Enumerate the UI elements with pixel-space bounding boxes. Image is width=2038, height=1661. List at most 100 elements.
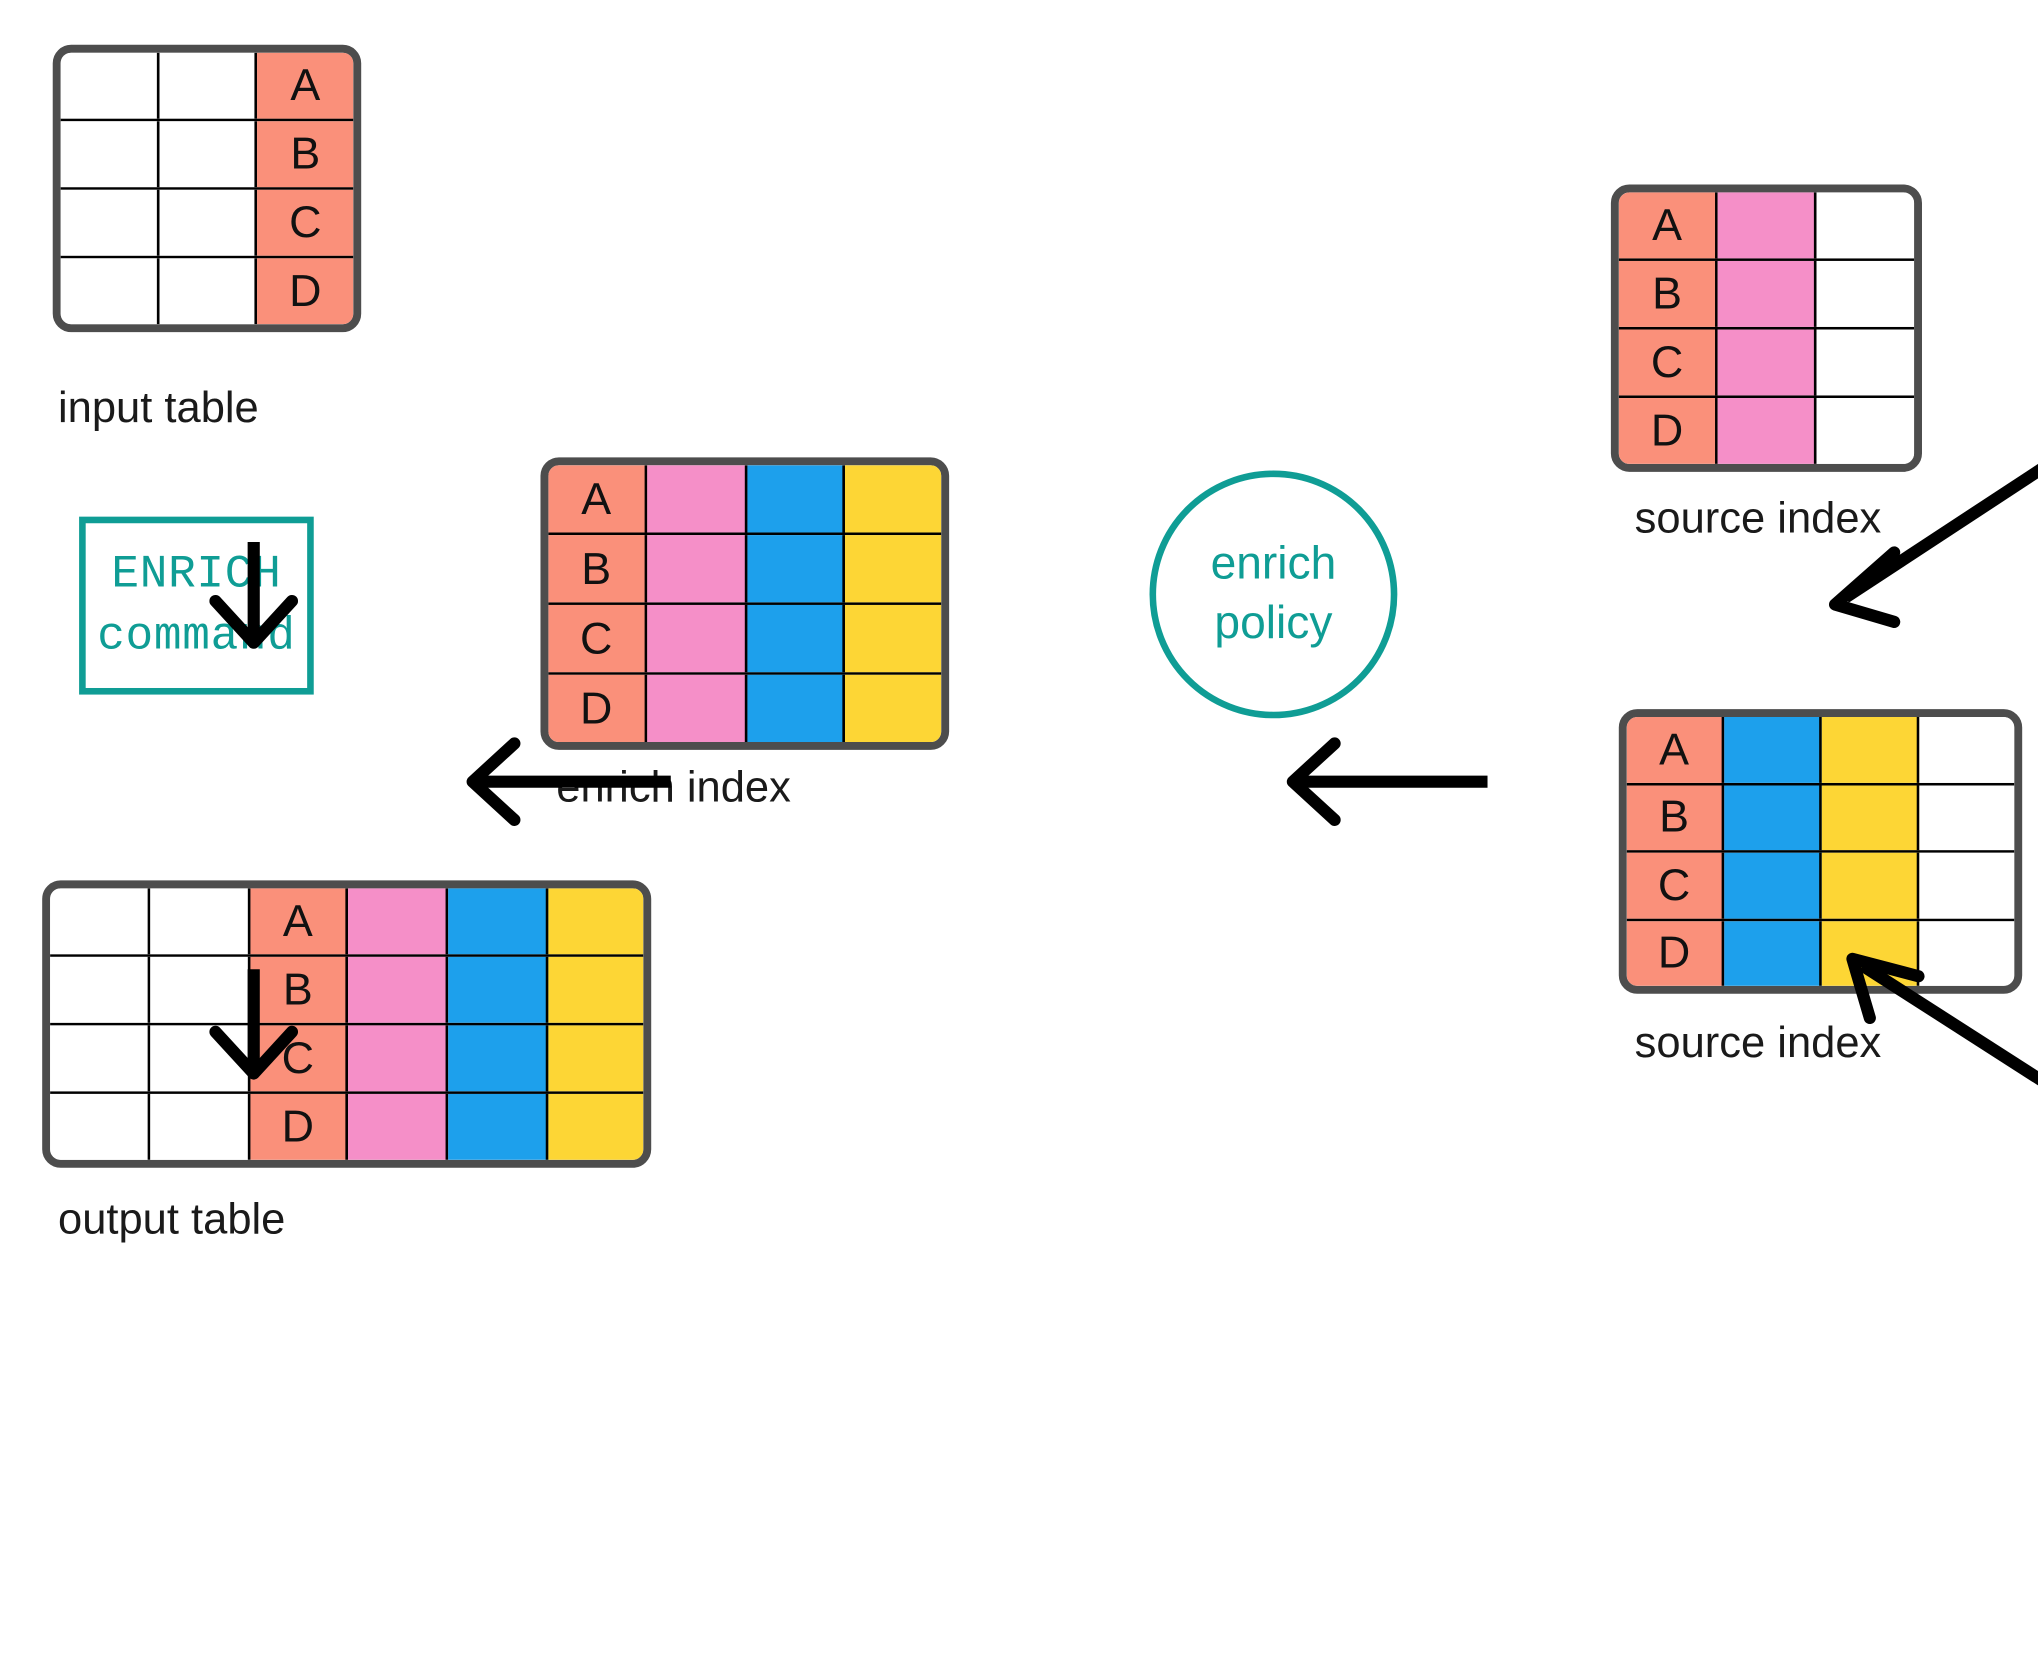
table-cell-blue-col bbox=[1724, 784, 1822, 851]
table-cell-blank-col bbox=[1918, 784, 2015, 851]
table-cell-key-col: A bbox=[250, 888, 348, 955]
table-cell-blue-col bbox=[448, 888, 549, 955]
table-cell-pink-col bbox=[347, 1025, 449, 1092]
table-cell-blank-col-2 bbox=[159, 258, 258, 325]
table-cell-blue-col bbox=[448, 1025, 549, 1092]
table-row: C bbox=[548, 604, 942, 675]
table-row: B bbox=[548, 535, 942, 605]
table-cell-blank-col-2 bbox=[150, 1093, 251, 1160]
enrich-policy-circle[interactable]: enrich policy bbox=[1149, 470, 1398, 719]
table-cell-key-col: B bbox=[250, 956, 348, 1023]
enrich-index-caption: enrich index bbox=[556, 761, 791, 811]
table-cell-yellow-col bbox=[1821, 920, 1919, 986]
table-row: D bbox=[548, 674, 942, 743]
table-cell-blank-col-1 bbox=[60, 189, 160, 256]
enrich-command-line1: ENRICH bbox=[111, 548, 282, 602]
arrow-policy-to-enrich-index bbox=[1286, 737, 1488, 826]
table-cell-blank-col-2 bbox=[150, 1025, 251, 1092]
table-cell-key-col: B bbox=[1626, 784, 1725, 851]
enrich-policy-line2: policy bbox=[1214, 597, 1333, 649]
table-cell-blank-col-1 bbox=[50, 956, 151, 1023]
table-cell-pink-col bbox=[1717, 260, 1817, 327]
table-cell-blank-col bbox=[1816, 260, 1915, 327]
table-cell-key-col: A bbox=[1618, 192, 1718, 259]
table-cell-pink-col bbox=[1717, 329, 1817, 396]
table-cell-yellow-col bbox=[1821, 852, 1919, 918]
table-cell-blank-col-1 bbox=[60, 121, 160, 188]
table-cell-blank-col-1 bbox=[50, 1025, 151, 1092]
table-cell-key-col: A bbox=[548, 465, 647, 533]
table-cell-key-col: C bbox=[548, 604, 647, 673]
table-cell-key-col: C bbox=[1626, 852, 1725, 918]
table-cell-yellow-col bbox=[548, 1093, 644, 1160]
table-cell-yellow-col bbox=[845, 535, 942, 603]
table-cell-pink-col bbox=[347, 956, 449, 1023]
table-row: C bbox=[1626, 852, 2015, 921]
table-cell-key-col: B bbox=[257, 121, 354, 188]
table-cell-yellow-col bbox=[845, 465, 942, 533]
table-cell-blank-col-2 bbox=[159, 121, 258, 188]
table-row: D bbox=[50, 1093, 644, 1160]
table-cell-blank-col bbox=[1816, 398, 1915, 464]
table-cell-blank-col-2 bbox=[159, 189, 258, 256]
table-cell-blank-col-2 bbox=[159, 52, 258, 119]
table-cell-blank-col-1 bbox=[60, 52, 160, 119]
table-cell-blue-col bbox=[1724, 716, 1822, 783]
table-cell-yellow-col bbox=[845, 674, 942, 743]
table-cell-yellow-col bbox=[548, 956, 644, 1023]
table-cell-blank-col bbox=[1918, 716, 2015, 783]
table-row: D bbox=[1618, 398, 1915, 464]
table-cell-key-col: C bbox=[250, 1025, 348, 1092]
table-cell-blue-col bbox=[1724, 852, 1822, 918]
table-row: A bbox=[60, 52, 354, 122]
table-cell-yellow-col bbox=[845, 604, 942, 673]
table-cell-key-col: B bbox=[1618, 260, 1718, 327]
table-row: D bbox=[1626, 920, 2015, 986]
table-cell-blank-col bbox=[1918, 920, 2015, 986]
table-row: B bbox=[50, 956, 644, 1026]
table-row: A bbox=[50, 888, 644, 957]
table-cell-pink-col bbox=[1717, 192, 1817, 259]
table-cell-key-col: C bbox=[1618, 329, 1718, 396]
table-row: B bbox=[1618, 260, 1915, 330]
table-cell-blue-col bbox=[448, 1093, 549, 1160]
output-table-caption: output table bbox=[58, 1194, 286, 1243]
table-cell-yellow-col bbox=[1821, 716, 1919, 783]
table-cell-blank-col-2 bbox=[150, 956, 251, 1023]
table-cell-key-col: A bbox=[257, 52, 354, 119]
table-cell-blank-col bbox=[1918, 852, 2015, 918]
table-row: C bbox=[50, 1025, 644, 1094]
source-index-bottom-caption: source index bbox=[1634, 1017, 1882, 1067]
table-cell-blue-col bbox=[746, 535, 846, 603]
table-cell-key-col: D bbox=[250, 1093, 348, 1160]
table-cell-yellow-col bbox=[1821, 784, 1919, 851]
table-row: B bbox=[1626, 784, 2015, 853]
table-cell-yellow-col bbox=[548, 1025, 644, 1092]
table-cell-blue-col bbox=[746, 604, 846, 673]
table-cell-blue-col bbox=[1724, 920, 1822, 986]
enrich-command-box[interactable]: ENRICH command bbox=[79, 516, 314, 695]
table-cell-pink-col bbox=[347, 888, 449, 955]
table-cell-key-col: D bbox=[257, 258, 354, 325]
table-cell-blank-col-1 bbox=[50, 1093, 151, 1160]
table-cell-blank-col bbox=[1816, 192, 1915, 259]
table-row: D bbox=[60, 258, 354, 325]
table-cell-pink-col bbox=[646, 465, 747, 533]
table-cell-pink-col bbox=[646, 604, 747, 673]
table-cell-key-col: D bbox=[1626, 920, 1725, 986]
table-cell-key-col: D bbox=[1618, 398, 1718, 464]
table-cell-blank-col-1 bbox=[50, 888, 151, 955]
table-cell-blue-col bbox=[746, 674, 846, 743]
table-cell-yellow-col bbox=[548, 888, 644, 955]
table-row: A bbox=[1626, 716, 2015, 785]
table-cell-blue-col bbox=[448, 956, 549, 1023]
enrich-policy-line1: enrich bbox=[1210, 538, 1337, 590]
source-index-top-caption: source index bbox=[1634, 492, 1882, 542]
table-cell-pink-col bbox=[1717, 398, 1817, 464]
table-cell-key-col: A bbox=[1626, 716, 1725, 783]
